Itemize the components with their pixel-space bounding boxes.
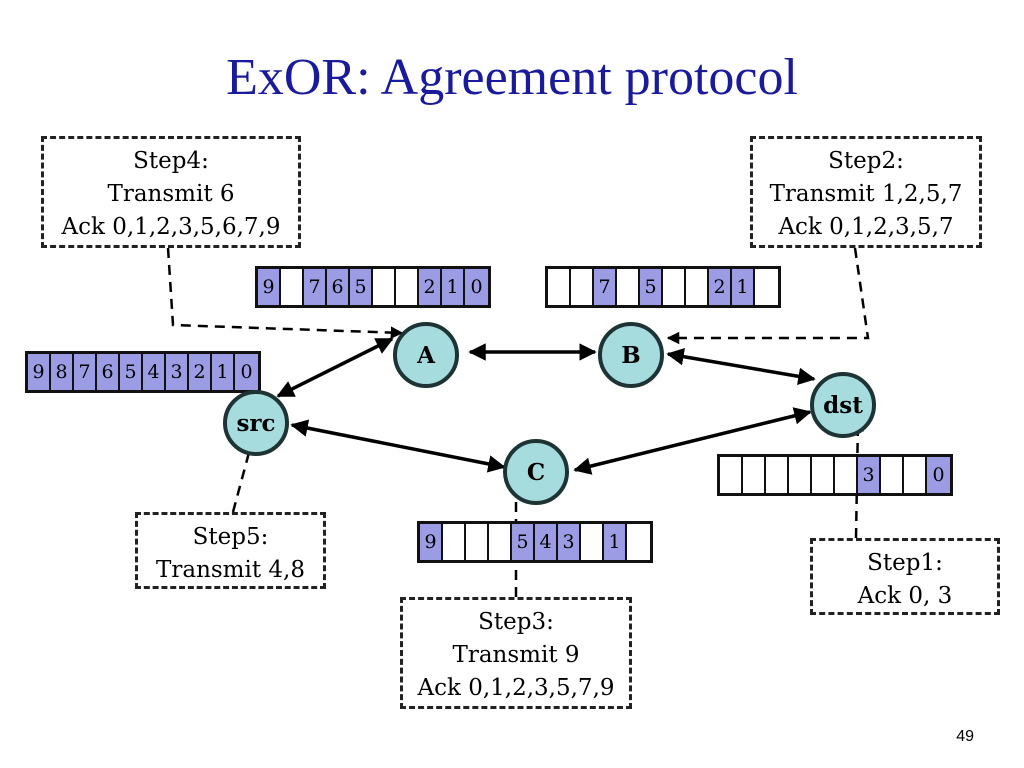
step3-transmit: Transmit 9 (452, 642, 580, 668)
step1-callout: Step1: Ack 0, 3 (810, 538, 1000, 615)
buffer-cell: 1 (604, 524, 627, 560)
buffer-cell: 2 (709, 269, 732, 305)
buffer-cell: 1 (442, 269, 465, 305)
page-number: 49 (956, 728, 974, 745)
buffer-cell: 4 (535, 524, 558, 560)
buffer-cell: 5 (640, 269, 663, 305)
buffer-cell (396, 269, 419, 305)
buffer-cell: 7 (304, 269, 327, 305)
buffer-cell: 1 (212, 354, 235, 390)
buffer-cell (443, 524, 466, 560)
buffer-cell: 9 (28, 354, 51, 390)
buffer-cell (663, 269, 686, 305)
buffer-cell (548, 269, 571, 305)
buffer-cell: 5 (512, 524, 535, 560)
buffer-cell: 2 (419, 269, 442, 305)
buffer-cell: 1 (732, 269, 755, 305)
buffer-cell: 2 (189, 354, 212, 390)
buffer-cell (581, 524, 604, 560)
buffer-cell: 6 (97, 354, 120, 390)
buffer-cell: 9 (420, 524, 443, 560)
node-dst: dst (810, 372, 876, 438)
step4-ack: Ack 0,1,2,3,5,6,7,9 (61, 214, 281, 240)
buffer-cell (835, 457, 858, 493)
buffer-cell (489, 524, 512, 560)
step1-ack: Ack 0, 3 (857, 583, 953, 609)
buffer-cell (373, 269, 396, 305)
buffer-cell: 0 (927, 457, 950, 493)
step4-callout: Step4: Transmit 6 Ack 0,1,2,3,5,6,7,9 (41, 136, 301, 248)
buffer-cell (755, 269, 778, 305)
buffer-cell (720, 457, 743, 493)
link-b-dst (666, 348, 816, 385)
step4-label: Step4: (133, 148, 209, 174)
buffer-cell (571, 269, 594, 305)
buffer-cell: 3 (858, 457, 881, 493)
slide-title: ExOR: Agreement protocol (226, 49, 798, 106)
step2-label: Step2: (828, 148, 904, 174)
callout-line-step4 (166, 247, 404, 339)
node-a: A (393, 322, 459, 388)
buffer-cell (904, 457, 927, 493)
buffer-cell (466, 524, 489, 560)
step1-label: Step1: (867, 550, 943, 576)
buffer-cell (627, 524, 650, 560)
step3-callout: Step3: Transmit 9 Ack 0,1,2,3,5,7,9 (400, 597, 632, 709)
buffer-cell (743, 457, 766, 493)
step5-callout: Step5: Transmit 4,8 (135, 512, 326, 589)
node-c: C (503, 439, 569, 505)
link-c-dst (573, 407, 812, 475)
step2-callout: Step2: Transmit 1,2,5,7 Ack 0,1,2,3,5,7 (750, 136, 982, 248)
step3-label: Step3: (478, 609, 554, 635)
step2-ack: Ack 0,1,2,3,5,7 (778, 214, 954, 240)
buffer-cell: 0 (235, 354, 258, 390)
buffer-cell: 8 (51, 354, 74, 390)
buffer-cell: 5 (120, 354, 143, 390)
node-src: src (223, 390, 289, 456)
buffer-cell: 4 (143, 354, 166, 390)
step5-label: Step5: (192, 524, 269, 550)
buffer-cell (617, 269, 640, 305)
step3-ack: Ack 0,1,2,3,5,7,9 (417, 675, 615, 701)
buffer-cell: 9 (258, 269, 281, 305)
step5-transmit: Transmit 4,8 (156, 557, 305, 583)
buffer-cell (881, 457, 904, 493)
link-src-a (276, 337, 394, 398)
step4-transmit: Transmit 6 (107, 181, 235, 207)
node-b: B (598, 322, 664, 388)
buffer-cell: 7 (594, 269, 617, 305)
buffer-cell: 3 (558, 524, 581, 560)
buffer-cell: 0 (465, 269, 488, 305)
step2-transmit: Transmit 1,2,5,7 (769, 181, 963, 207)
buffer-cell: 5 (350, 269, 373, 305)
buffer-cell (812, 457, 835, 493)
callout-line-step5 (231, 432, 258, 513)
callout-line-step2 (666, 247, 870, 345)
buffer-cell: 3 (166, 354, 189, 390)
buffer-cell: 7 (74, 354, 97, 390)
buffer-cell (686, 269, 709, 305)
buffer-cell (766, 457, 789, 493)
buffer-cell: 6 (327, 269, 350, 305)
link-src-c (290, 419, 506, 473)
buffer-cell (789, 457, 812, 493)
buffer-cell (281, 269, 304, 305)
